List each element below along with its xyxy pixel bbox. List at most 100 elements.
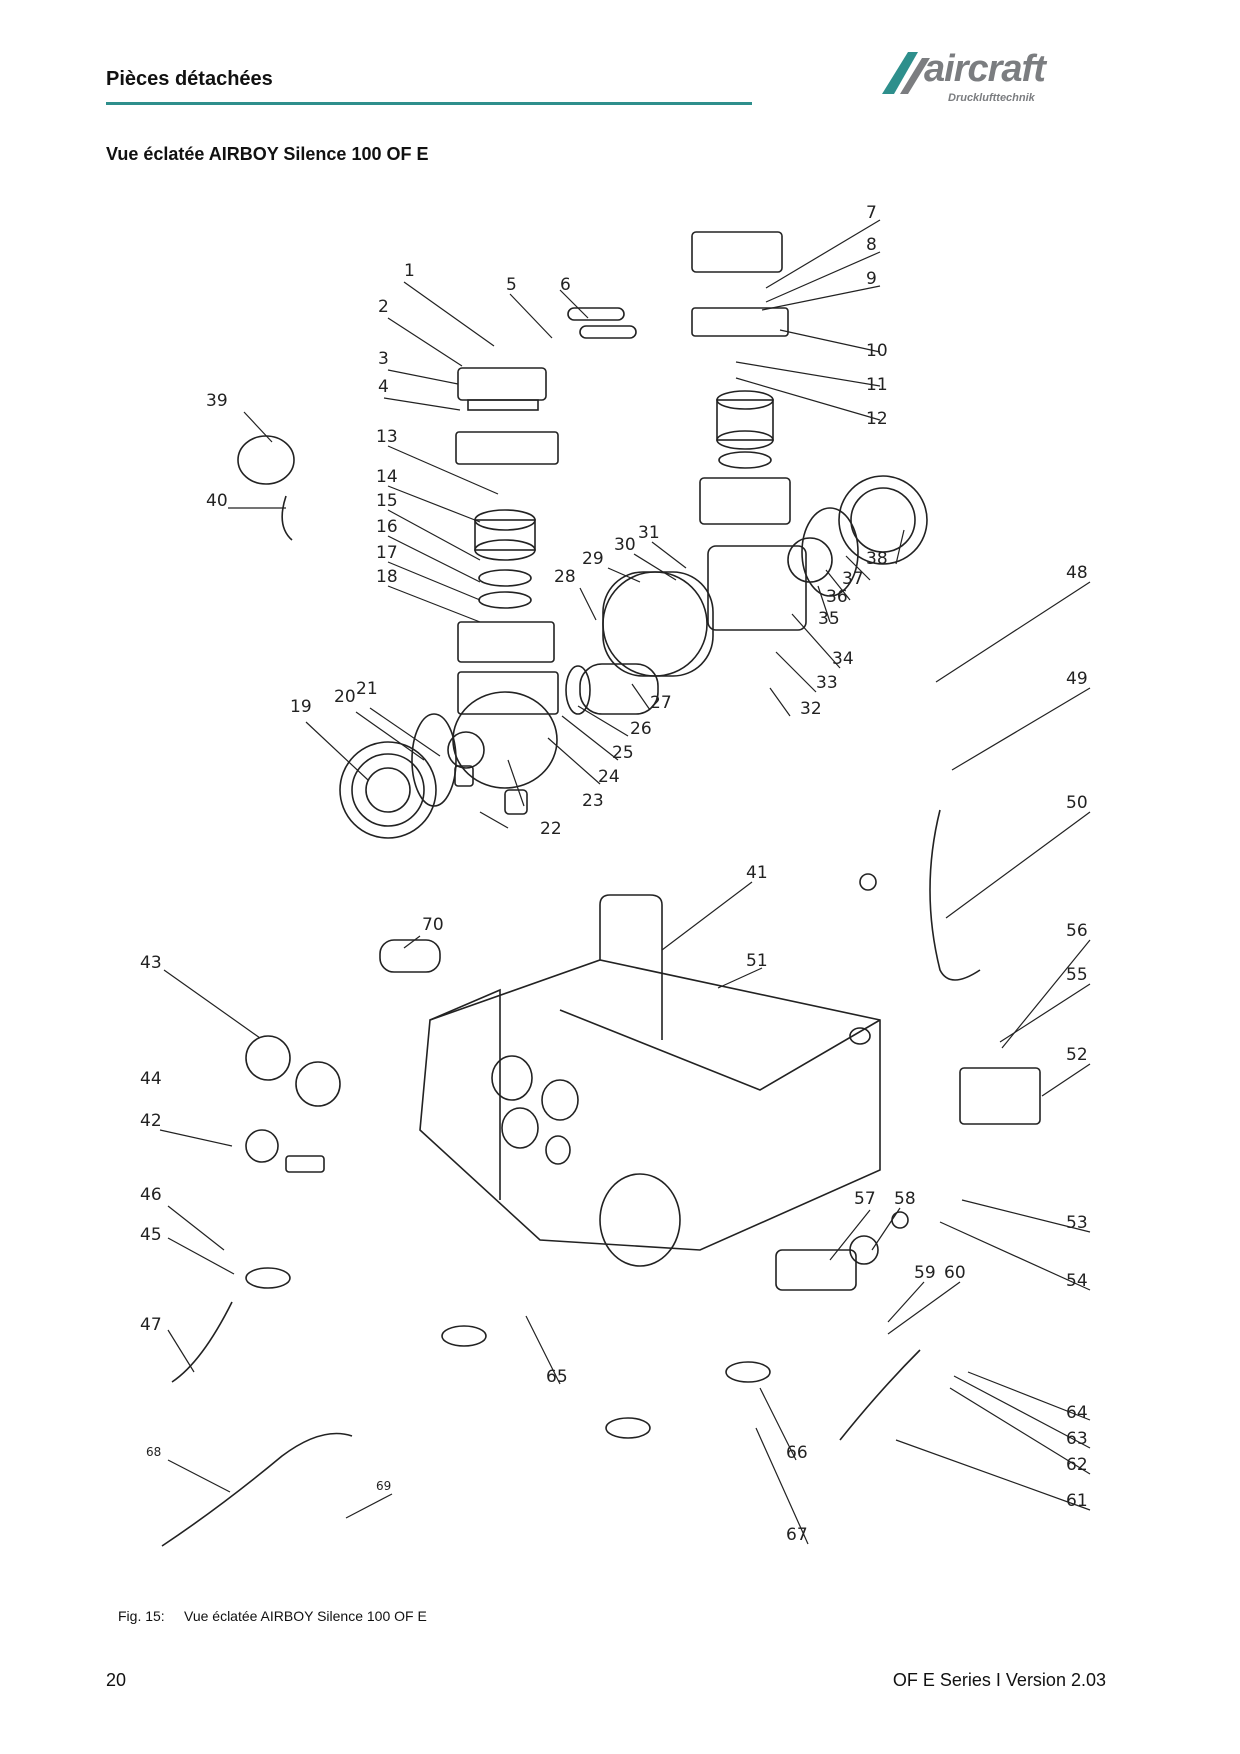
part-label: 38 xyxy=(866,549,888,569)
part-label: 14 xyxy=(376,467,398,487)
part-label: 42 xyxy=(140,1111,162,1131)
part-label: 36 xyxy=(826,587,848,607)
part-label: 17 xyxy=(376,543,398,563)
tank xyxy=(599,1173,681,1267)
hose xyxy=(171,1301,233,1383)
part-label: 8 xyxy=(866,235,877,255)
pressure-regulator xyxy=(245,1129,279,1163)
logo-mark-icon xyxy=(882,52,930,94)
left-crankcase-top xyxy=(457,621,555,663)
part-label: 3 xyxy=(378,349,389,369)
pressure-gauge xyxy=(245,1035,291,1081)
part-label: 41 xyxy=(746,863,768,883)
part-label: 54 xyxy=(1066,1271,1088,1291)
part-label: 9 xyxy=(866,269,877,289)
pipe-70 xyxy=(379,939,441,973)
part-label: 19 xyxy=(290,697,312,717)
diagram-title: Vue éclatée AIRBOY Silence 100 OF E xyxy=(106,144,429,164)
part-label: 30 xyxy=(614,535,636,555)
part-label: 39 xyxy=(206,391,228,411)
left-fan-cover xyxy=(339,741,437,839)
part-label: 61 xyxy=(1066,1491,1088,1511)
part-label: 10 xyxy=(866,341,888,361)
section-title: Pièces détachées xyxy=(106,68,273,90)
document-version: OF E Series I Version 2.03 xyxy=(892,1670,1106,1690)
part-label: 66 xyxy=(786,1443,808,1463)
part-label: 48 xyxy=(1066,563,1088,583)
figure-label: Fig. 15: xyxy=(118,1608,165,1624)
logo-wordmark: aircraft xyxy=(924,48,1046,90)
part-label: 7 xyxy=(866,203,877,223)
part-label: 4 xyxy=(378,377,389,397)
part-label: 27 xyxy=(650,693,672,713)
part-label: 51 xyxy=(746,951,768,971)
part-label: 16 xyxy=(376,517,398,537)
part-label: 31 xyxy=(638,523,660,543)
part-label: 65 xyxy=(546,1367,568,1387)
air-filter xyxy=(237,435,295,485)
part-label: 59 xyxy=(914,1263,936,1283)
exploded-view-diagram: 1 2 3 4 5 6 7 8 9 10 11 12 13 14 15 16 1… xyxy=(140,203,1091,1547)
left-cylinder-head xyxy=(457,367,547,401)
part-label: 70 xyxy=(422,915,444,935)
part-label: 52 xyxy=(1066,1045,1088,1065)
part-label: 50 xyxy=(1066,793,1088,813)
part-label: 12 xyxy=(866,409,888,429)
part-label: 63 xyxy=(1066,1429,1088,1449)
part-label: 1 xyxy=(404,261,415,281)
pressure-switch xyxy=(959,1067,1041,1125)
part-label: 26 xyxy=(630,719,652,739)
part-label: 57 xyxy=(854,1189,876,1209)
logo-tagline: Drucklufttechnik xyxy=(948,92,1035,104)
part-label: 56 xyxy=(1066,921,1088,941)
capacitor xyxy=(775,1249,857,1291)
part-label: 2 xyxy=(378,297,389,317)
part-label: 11 xyxy=(866,375,888,395)
right-fan-cover xyxy=(838,475,928,565)
quick-coupler xyxy=(245,1267,291,1289)
right-fan xyxy=(801,507,859,597)
part-label: 47 xyxy=(140,1315,162,1335)
figure-caption: Fig. 15: Vue éclatée AIRBOY Silence 100 O… xyxy=(118,1608,427,1624)
part-label: 37 xyxy=(842,569,864,589)
part-label: 29 xyxy=(582,549,604,569)
left-valve-plate xyxy=(455,431,559,465)
part-label: 45 xyxy=(140,1225,162,1245)
part-label: 58 xyxy=(894,1189,916,1209)
part-label: 15 xyxy=(376,491,398,511)
frame xyxy=(419,959,881,1251)
part-label: 13 xyxy=(376,427,398,447)
part-label: 62 xyxy=(1066,1455,1088,1475)
part-label: 25 xyxy=(612,743,634,763)
right-valve-plate xyxy=(691,307,789,337)
part-label: 67 xyxy=(786,1525,808,1545)
left-motor-housing xyxy=(452,691,558,789)
part-label: 55 xyxy=(1066,965,1088,985)
transfer-tube xyxy=(567,307,625,321)
part-label: 44 xyxy=(140,1069,162,1089)
part-label: 21 xyxy=(356,679,378,699)
foot-1 xyxy=(441,1325,487,1347)
wire-61 xyxy=(839,1349,921,1441)
pressure-hose xyxy=(929,809,981,981)
part-label: 64 xyxy=(1066,1403,1088,1423)
part-label: 43 xyxy=(140,953,162,973)
part-label: 69 xyxy=(376,1479,391,1493)
part-label: 33 xyxy=(816,673,838,693)
part-label: 20 xyxy=(334,687,356,707)
figure-caption-text: Vue éclatée AIRBOY Silence 100 OF E xyxy=(184,1608,427,1624)
part-label: 22 xyxy=(540,819,562,839)
part-label: 24 xyxy=(598,767,620,787)
part-label: 49 xyxy=(1066,669,1088,689)
left-fan xyxy=(411,713,457,807)
part-label: 32 xyxy=(800,699,822,719)
part-label: 60 xyxy=(944,1263,966,1283)
part-label: 5 xyxy=(506,275,517,295)
part-label: 35 xyxy=(818,609,840,629)
part-label: 18 xyxy=(376,567,398,587)
power-cable xyxy=(161,1432,353,1547)
part-label: 46 xyxy=(140,1185,162,1205)
part-label: 34 xyxy=(832,649,854,669)
part-label: 28 xyxy=(554,567,576,587)
right-crankcase xyxy=(707,545,807,631)
